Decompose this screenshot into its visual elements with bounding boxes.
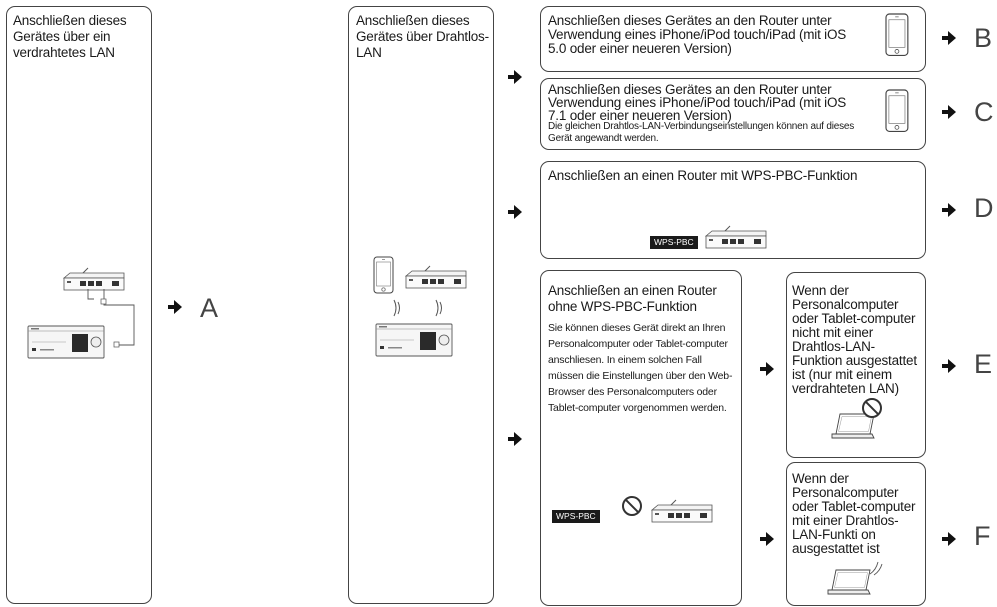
option-no-wps-title: Anschließen an einen Router ohne WPS-PBC… xyxy=(548,283,717,314)
wireless-lan-label: Anschließen dieses Gerätes über Drahtlos… xyxy=(356,13,489,60)
result-letter-e: E xyxy=(974,349,993,379)
lan-cable-icon xyxy=(87,289,135,348)
arrow-right-icon xyxy=(760,532,774,546)
result-letter-b: B xyxy=(974,23,993,53)
wifi-icon xyxy=(435,299,442,317)
arrow-right-icon xyxy=(508,70,522,84)
prohibited-icon xyxy=(862,398,882,418)
wifi-icon xyxy=(869,561,883,576)
arrow-right-icon xyxy=(942,203,956,217)
receiver-icon xyxy=(375,323,453,357)
router-icon xyxy=(705,225,767,249)
result-letter-a: A xyxy=(200,293,219,323)
wifi-icon xyxy=(393,299,400,317)
option-c-label: Anschließen dieses Gerätes an den Router… xyxy=(548,82,847,123)
smartphone-icon xyxy=(885,89,909,132)
router-icon xyxy=(651,499,713,523)
arrow-right-icon xyxy=(942,31,956,45)
option-c-box xyxy=(540,78,926,150)
option-b-label: Anschließen dieses Gerätes an den Router… xyxy=(548,13,847,56)
option-b-box xyxy=(540,6,926,72)
arrow-right-icon xyxy=(942,532,956,546)
option-e-label: Wenn der Personalcomputer oder Tablet-co… xyxy=(792,283,917,396)
wps-pbc-badge: WPS-PBC xyxy=(650,236,698,249)
arrow-right-icon xyxy=(508,205,522,219)
smartphone-icon xyxy=(885,13,909,56)
result-letter-c: C xyxy=(974,97,994,127)
option-f-label: Wenn der Personalcomputer oder Tablet-co… xyxy=(792,471,916,556)
smartphone-icon xyxy=(373,256,394,294)
option-no-wps-box xyxy=(540,270,742,606)
option-d-label: Anschließen an einen Router mit WPS-PBC-… xyxy=(548,168,858,183)
option-c-note: Die gleichen Drahtlos-LAN-Verbindungsein… xyxy=(548,121,855,144)
router-icon xyxy=(405,265,467,289)
receiver-icon xyxy=(27,325,105,359)
laptop-icon xyxy=(827,569,871,595)
option-no-wps-note: Sie können dieses Gerät direkt an Ihren … xyxy=(548,322,733,414)
arrow-right-icon xyxy=(168,300,182,314)
arrow-right-icon xyxy=(508,432,522,446)
arrow-right-icon xyxy=(942,105,956,119)
result-letter-d: D xyxy=(974,193,994,223)
result-letter-f: F xyxy=(974,521,991,551)
arrow-right-icon xyxy=(760,362,774,376)
prohibited-icon xyxy=(622,496,642,516)
wired-lan-label: Anschließen dieses Gerätes über ein verd… xyxy=(13,13,127,60)
arrow-right-icon xyxy=(942,359,956,373)
wireless-lan-panel xyxy=(348,6,494,604)
wps-pbc-badge: WPS-PBC xyxy=(552,510,600,523)
